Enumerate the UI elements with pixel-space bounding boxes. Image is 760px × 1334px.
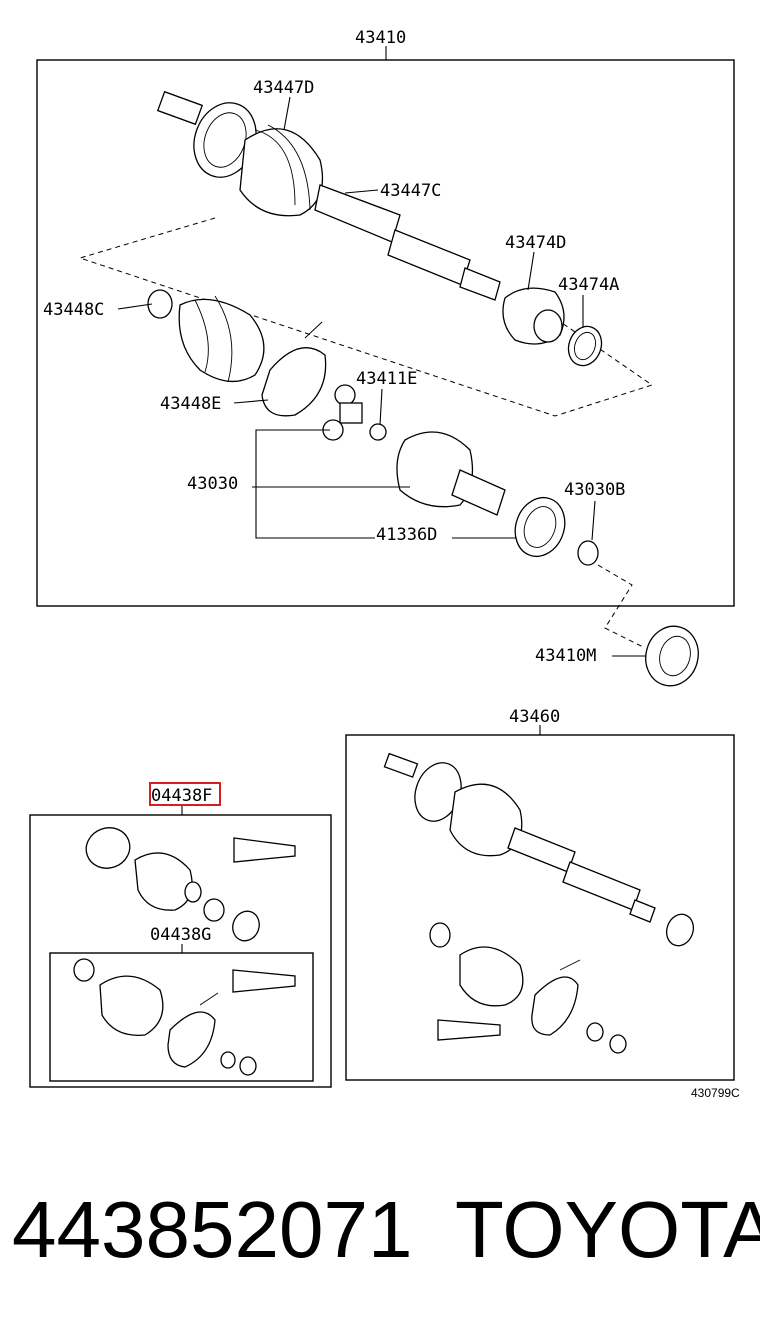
assembly-43460	[345, 725, 735, 1081]
label-43474d[interactable]: 43474D	[505, 233, 566, 253]
label-43447d[interactable]: 43447D	[253, 78, 314, 98]
highlight-04438f	[149, 782, 221, 806]
band-43448e	[261, 347, 327, 417]
part-43474	[502, 287, 603, 367]
diagram-code: 430799C	[691, 1086, 740, 1100]
housing-43030	[396, 431, 506, 516]
label-43410m[interactable]: 43410M	[535, 646, 596, 666]
label-43410[interactable]: 43410	[355, 28, 406, 48]
label-04438f[interactable]: 04438F	[151, 786, 212, 806]
clamp-43448c	[147, 289, 173, 319]
part-number: 443852071	[12, 1185, 413, 1274]
assembly-43410	[36, 46, 735, 649]
label-04438g[interactable]: 04438G	[150, 925, 211, 945]
label-43030[interactable]: 43030	[187, 474, 238, 494]
bearing-43410m	[612, 625, 699, 687]
label-43448c[interactable]: 43448C	[43, 300, 104, 320]
label-43411e[interactable]: 43411E	[356, 369, 417, 389]
label-41336d[interactable]: 41336D	[376, 525, 437, 545]
label-43460[interactable]: 43460	[509, 707, 560, 727]
tripod	[322, 384, 387, 441]
outboard-joint	[156, 90, 501, 301]
label-43447c[interactable]: 43447C	[380, 181, 441, 201]
kit-04438f	[29, 782, 332, 1088]
seal-41336d	[514, 496, 566, 558]
label-43474a[interactable]: 43474A	[558, 275, 619, 295]
inboard-boot	[178, 295, 265, 383]
label-43030b[interactable]: 43030B	[564, 480, 625, 500]
brand-name: TOYOTA	[455, 1185, 760, 1274]
ring-43030b	[577, 540, 599, 566]
label-43448e[interactable]: 43448E	[160, 394, 221, 414]
